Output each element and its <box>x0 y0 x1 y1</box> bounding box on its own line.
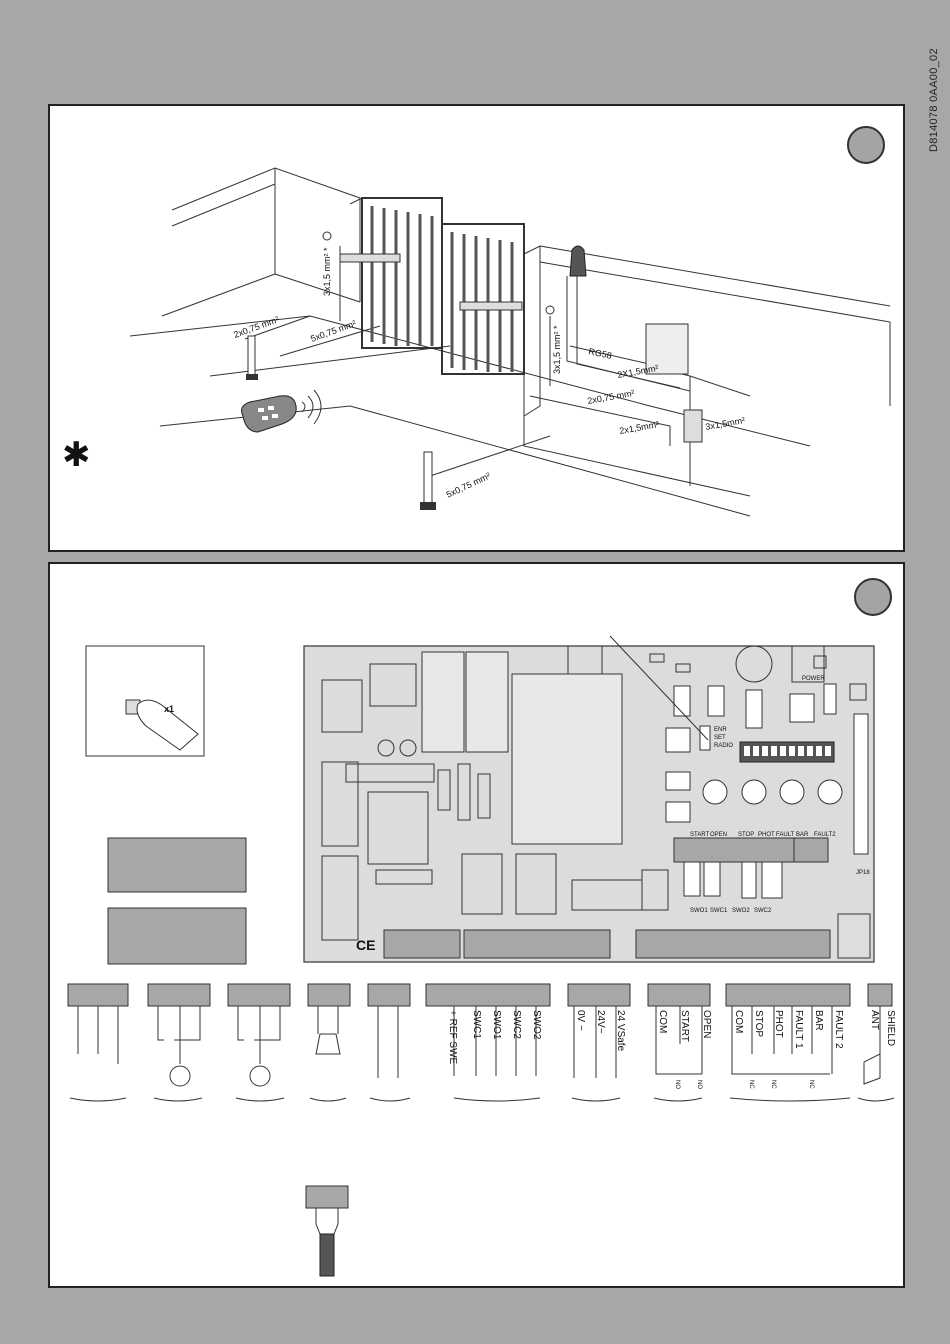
installation-drawing: ✱ 3x1,5 mm² * 2x0,75 mm² 5x0,75 mm² 3x1,… <box>62 167 891 517</box>
term-swo2: SWO2 <box>531 1010 542 1040</box>
ce-mark: CE <box>356 937 375 953</box>
led-fault2: FAULT2 <box>814 832 836 838</box>
cable-label-5: RG58 <box>588 346 613 361</box>
mark-nc-2: NC <box>770 1080 776 1089</box>
cable-label-8: 2x1,5mm² <box>619 419 660 436</box>
term-fault1: FAULT 1 <box>793 1010 804 1049</box>
control-board-panel: x1 <box>48 562 905 1288</box>
term-0v: 0V ~ <box>575 1010 586 1031</box>
cable-label-4: 3x1,5 mm² * <box>552 325 562 374</box>
aux-terminal <box>305 1185 349 1209</box>
led-label-radio: RADIO <box>714 743 733 749</box>
cable-label-9: 3x1,5mm² <box>705 415 746 432</box>
term-bar: BAR <box>813 1010 824 1031</box>
jumper-label: JP18 <box>856 870 870 876</box>
led-swc1: SWC1 <box>710 908 728 914</box>
mark-nc-3: NC <box>808 1080 814 1089</box>
cable-label-10: 5x0,75 mm² <box>445 471 492 500</box>
led-phot: PHOT <box>758 832 775 838</box>
led-swo2: SWO2 <box>732 908 750 914</box>
mark-no-2: NO <box>696 1080 702 1089</box>
cable-label-7: 2x0,75 mm² <box>587 388 636 406</box>
board-diagram: x1 <box>67 635 896 1277</box>
term-com-1: COM <box>657 1010 668 1033</box>
term-stop: STOP <box>753 1010 764 1037</box>
term-open: OPEN <box>701 1010 712 1038</box>
mark-no-1: NO <box>674 1080 680 1089</box>
led-bar: BAR <box>796 832 809 838</box>
led-start: START <box>690 832 709 838</box>
note-box-1 <box>107 837 247 893</box>
cable-label-6: 2X1,5mm² <box>617 363 660 380</box>
term-com-2: COM <box>733 1010 744 1033</box>
power-label: POWER <box>802 676 825 682</box>
led-fault: FAULT <box>776 832 795 838</box>
cable-label-2: 2x0,75 mm² <box>232 314 280 340</box>
led-swc2: SWC2 <box>754 908 772 914</box>
term-swc2: SWC2 <box>511 1010 522 1039</box>
panel-a-badge <box>847 126 885 164</box>
term-swc1: SWC1 <box>471 1010 482 1039</box>
cable-label-1: 3x1,5 mm² * <box>322 247 332 296</box>
note-box-2 <box>107 907 247 965</box>
installation-overview-panel: ✱ 3x1,5 mm² * 2x0,75 mm² 5x0,75 mm² 3x1,… <box>48 104 905 552</box>
term-24v: 24V~ <box>595 1010 606 1034</box>
term-phot: PHOT <box>773 1010 784 1038</box>
term-ant: ANT <box>869 1010 880 1030</box>
led-label-set: SET <box>714 735 726 741</box>
asterisk-mark: ✱ <box>62 436 91 474</box>
press-count-label: x1 <box>164 704 174 714</box>
led-open: OPEN <box>710 832 727 838</box>
term-fault2: FAULT 2 <box>833 1010 844 1049</box>
panel-b-badge <box>854 578 892 616</box>
led-swo1: SWO1 <box>690 908 708 914</box>
led-label-enr: ENR <box>714 727 727 733</box>
term-24vsafe: 24 VSafe <box>615 1010 626 1052</box>
term-ref-swe: + REF SWE <box>447 1010 458 1065</box>
term-shield: SHIELD <box>885 1010 896 1046</box>
mark-nc-1: NC <box>748 1080 754 1089</box>
document-code: D814078 0AA00_02 <box>928 48 940 152</box>
term-swo1: SWO1 <box>491 1010 502 1040</box>
led-stop: STOP <box>738 832 754 838</box>
term-start: START <box>679 1010 690 1042</box>
